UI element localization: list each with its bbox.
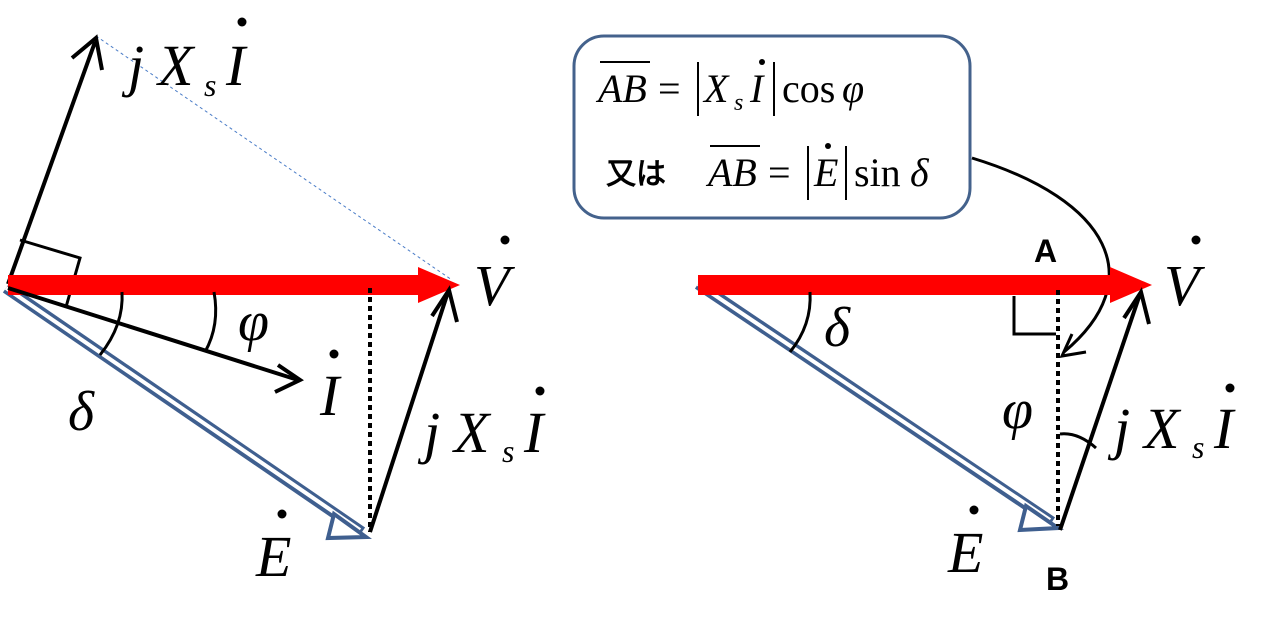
left-i-letter: I xyxy=(319,363,342,428)
right-e-label: E xyxy=(947,505,983,585)
left-v-dot xyxy=(500,235,510,245)
i-1: I xyxy=(749,66,765,111)
right-jxsi-i-dot xyxy=(1225,383,1235,393)
right-v-label: V xyxy=(1164,235,1206,318)
callout-line-1: AB = X s I cos φ xyxy=(595,59,864,116)
e-2: E xyxy=(813,150,838,195)
jxsi-top-i-dot xyxy=(237,17,247,27)
eq-2: = xyxy=(768,150,791,195)
right-jxsi-label: j X s I xyxy=(1107,383,1236,465)
right-v-dot xyxy=(1191,235,1201,245)
left-e-arrow xyxy=(2,283,372,541)
left-diagram: j X s I V I φ δ j X s I E xyxy=(2,17,546,589)
right-phi-arc xyxy=(1059,432,1097,450)
right-jxsi-x: X xyxy=(1142,396,1182,461)
jxsi-right-s: s xyxy=(502,433,514,469)
e-2-dot xyxy=(825,143,831,149)
left-phi-label: φ xyxy=(238,291,269,353)
jxsi-right-x: X xyxy=(452,400,492,465)
point-a-label: A xyxy=(1034,233,1057,269)
left-delta-label: δ xyxy=(68,381,95,443)
right-jxsi-i: I xyxy=(1213,396,1236,461)
jxsi-right-i-dot xyxy=(535,386,545,396)
right-jxsi-j: j xyxy=(1107,396,1130,461)
i-1-dot xyxy=(759,59,765,65)
callout-line-2: 又は AB = E sin δ xyxy=(606,143,930,200)
callout-pointer-arrow xyxy=(971,156,1111,358)
left-i-label: I xyxy=(319,349,342,428)
jxsi-right-j: j xyxy=(417,400,440,465)
left-i-dot xyxy=(329,349,339,359)
delta-2: δ xyxy=(910,150,930,195)
left-i-arrow xyxy=(7,286,304,394)
right-v-letter: V xyxy=(1164,253,1206,318)
left-jxsi-right-arrow xyxy=(368,285,459,533)
left-e-dot xyxy=(277,509,287,519)
callout-box: AB = X s I cos φ 又は AB = E sin δ xyxy=(572,34,972,220)
left-phi-arc xyxy=(203,291,218,353)
jxsi-top-x: X xyxy=(156,33,196,98)
left-v-arrow xyxy=(8,267,460,303)
left-delta-arc xyxy=(98,291,124,356)
jxsi-right-i: I xyxy=(523,400,546,465)
phi-1: φ xyxy=(842,66,864,111)
right-phi-label: φ xyxy=(1002,379,1033,441)
left-jxsi-top-arrow xyxy=(6,34,104,285)
jxsi-top-i: I xyxy=(225,33,248,98)
ab-2: AB xyxy=(705,150,757,195)
cos-text: cos xyxy=(782,66,835,111)
jxsi-top-s: s xyxy=(204,67,216,103)
left-v-letter: V xyxy=(474,253,516,318)
or-text: 又は xyxy=(606,157,666,192)
left-dashed-guide xyxy=(95,35,453,281)
s-1: s xyxy=(734,90,743,116)
left-jxsi-top-label: j X s I xyxy=(121,17,248,103)
right-jxsi-s: s xyxy=(1192,429,1204,465)
right-jxsi-arrow xyxy=(1058,287,1151,531)
right-right-angle-marker xyxy=(1012,296,1056,336)
left-e-label: E xyxy=(255,509,291,589)
right-v-arrow xyxy=(698,267,1152,303)
left-jxsi-right-label: j X s I xyxy=(417,386,546,469)
right-delta-arc xyxy=(788,291,812,353)
jxsi-top-j: j xyxy=(121,33,144,98)
right-delta-label: δ xyxy=(824,297,851,359)
left-v-label: V xyxy=(474,235,516,318)
ab-1: AB xyxy=(595,66,647,111)
left-e-letter: E xyxy=(255,524,291,589)
point-b-label: B xyxy=(1046,561,1069,597)
right-e-dot xyxy=(969,505,979,515)
right-e-letter: E xyxy=(947,520,983,585)
sin-text: sin xyxy=(854,150,901,195)
eq-1: = xyxy=(658,66,681,111)
left-right-angle-marker xyxy=(19,238,82,308)
right-diagram: A B V δ φ j X s I E xyxy=(694,233,1236,597)
right-e-arrow xyxy=(694,279,1064,533)
x-1: X xyxy=(702,66,730,111)
